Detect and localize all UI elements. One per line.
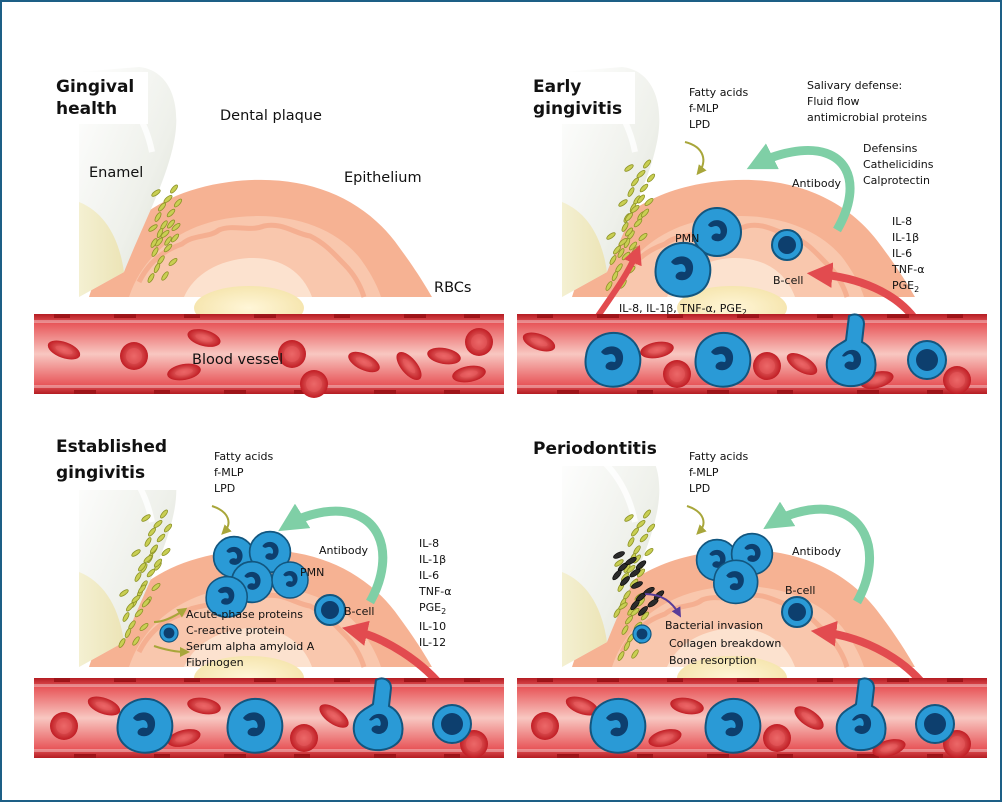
svg-text:Defensins: Defensins [863,142,918,155]
cytokine-arrow [806,262,921,325]
bacterial-products-list: Fatty acids f-MLP LPD [214,450,274,495]
leukocyte [704,697,762,754]
leukocyte [116,697,174,754]
bacterial-products-list: Fatty acids f-MLP LPD [689,450,749,495]
leukocyte [226,697,284,754]
title-early-line2: gingivitis [533,99,622,119]
b-cell [314,594,346,626]
panel-established-gingivitis: Established gingivitis Fatty acids f-MLP… [34,432,504,758]
leukocyte [584,331,642,388]
title-periodontitis: Periodontitis [533,439,657,459]
label-epithelium: Epithelium [344,170,422,186]
svg-text:PGE2: PGE2 [892,279,919,294]
antibody-arrow [278,503,388,605]
label-blood-vessel: Blood vessel [192,352,283,368]
title-health-line2: health [56,99,117,119]
label-bcell: B-cell [785,584,815,597]
svg-text:LPD: LPD [689,482,710,495]
svg-text:IL-10: IL-10 [419,620,446,633]
svg-text:IL-8: IL-8 [419,537,439,550]
title-established-line1: Established [56,437,167,457]
label-bcell: B-cell [344,605,374,618]
svg-text:Cathelicidins: Cathelicidins [863,158,934,171]
antimicrobial-peptides-list: Defensins Cathelicidins Calprotectin [863,142,934,187]
antibody-arrow [763,501,875,605]
svg-text:IL-6: IL-6 [892,247,912,260]
leukocyte [694,331,752,388]
svg-text:IL-6: IL-6 [419,569,439,582]
svg-text:Collagen breakdown: Collagen breakdown [669,637,781,650]
title-health-line1: Gingival [56,77,134,97]
svg-text:Acute-phase proteins: Acute-phase proteins [186,608,303,621]
svg-text:Fibrinogen: Fibrinogen [186,656,244,669]
salivary-defense-list: Salivary defense: Fluid flow antimicrobi… [807,79,927,124]
title-early-line1: Early [533,77,581,97]
svg-text:f-MLP: f-MLP [214,466,244,479]
svg-text:Bone resorption: Bone resorption [669,654,757,667]
svg-text:Serum alpha amyloid A: Serum alpha amyloid A [186,640,315,653]
svg-text:Bacterial invasion: Bacterial invasion [665,619,763,632]
label-pmn: PMN [675,232,699,245]
svg-text:IL-1β: IL-1β [892,231,919,244]
b-cell-vessel [432,704,472,744]
label-pmn: PMN [300,566,324,579]
svg-text:IL-8: IL-8 [892,215,912,228]
pmn-cell [654,241,712,298]
svg-text:TNF-α: TNF-α [891,263,925,276]
svg-text:Salivary defense:: Salivary defense: [807,79,902,92]
hepatocyte-cell [159,623,179,643]
label-antibody: Antibody [792,177,842,190]
title-established-line2: gingivitis [56,463,145,483]
svg-text:IL-1β: IL-1β [419,553,446,566]
b-cell-vessel [907,340,947,380]
panel-gingival-health: Gingival health Dental plaque Enamel Epi… [34,67,504,398]
acute-phase-list: Acute-phase proteins C-reactive protein … [186,608,315,669]
svg-text:Fatty acids: Fatty acids [689,450,749,463]
leukocyte [589,697,647,754]
cytokine-list: IL-8 IL-1β IL-6 TNF-α PGE2 [891,215,925,294]
cytokine-list: IL-8 IL-1β IL-6 TNF-α PGE2 IL-10 IL-12 [418,537,452,649]
svg-text:f-MLP: f-MLP [689,102,719,115]
svg-text:Fatty acids: Fatty acids [689,86,749,99]
label-dental-plaque: Dental plaque [220,108,322,124]
svg-text:Fluid flow: Fluid flow [807,95,860,108]
antibody-arrow [746,143,855,233]
panel-early-gingivitis: Early gingivitis Fatty acids f-MLP LPD S… [517,67,987,394]
invasion-arrow [644,593,682,618]
label-bcell: B-cell [773,274,803,287]
label-enamel: Enamel [89,165,143,181]
svg-text:IL-12: IL-12 [419,636,446,649]
svg-text:Calprotectin: Calprotectin [863,174,930,187]
svg-text:Fatty acids: Fatty acids [214,450,274,463]
inline-cytokines: IL-8, IL-1β, TNF-α, PGE2 [619,302,747,317]
bacterial-products-list: Fatty acids f-MLP LPD [689,86,749,131]
svg-text:PGE2: PGE2 [419,601,446,616]
b-cell [781,596,813,628]
periodontitis-effects-list: Bacterial invasion Collagen breakdown Bo… [665,619,781,667]
svg-text:TNF-α: TNF-α [418,585,452,598]
svg-text:C-reactive protein: C-reactive protein [186,624,285,637]
label-antibody: Antibody [319,544,369,557]
b-cell [771,229,803,261]
svg-text:antimicrobial proteins: antimicrobial proteins [807,111,927,124]
panel-periodontitis: Periodontitis Fatty acids f-MLP LPD Anti… [517,432,987,761]
svg-text:f-MLP: f-MLP [689,466,719,479]
b-cell-vessel [915,704,955,744]
label-rbcs: RBCs [434,280,471,296]
label-antibody: Antibody [792,545,842,558]
svg-text:LPD: LPD [214,482,235,495]
svg-text:LPD: LPD [689,118,710,131]
